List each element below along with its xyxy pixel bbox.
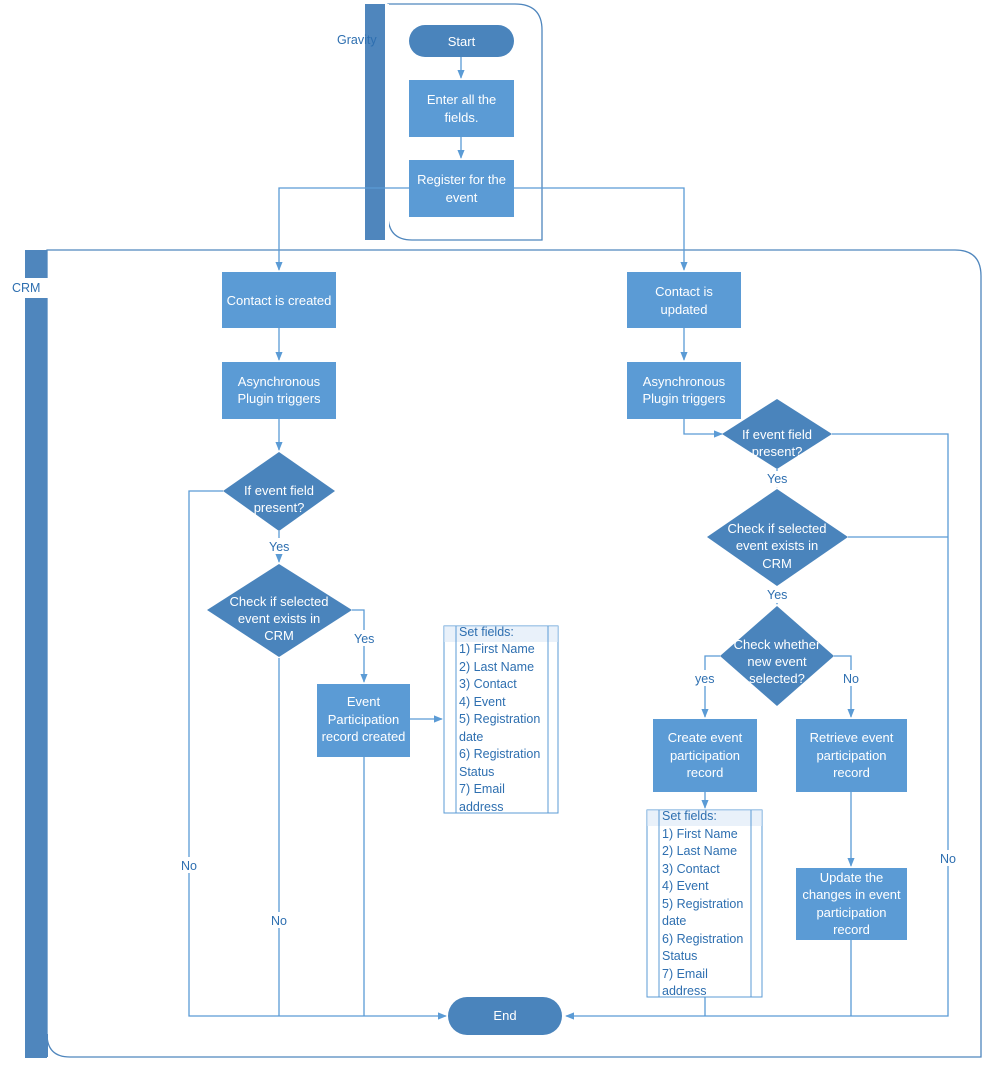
ep-created-label-1: Event [347, 694, 381, 709]
check-exists-left-label-3: CRM [264, 628, 294, 643]
end-node-label: End [493, 1008, 516, 1023]
check-exists-right-diamond[interactable]: Check if selected event exists in CRM [707, 489, 848, 586]
note-left-line: 5) Registration [459, 712, 540, 726]
retrieve-ep-label-1: Retrieve event [810, 730, 894, 745]
if-event-right-label-1: If event field [742, 427, 812, 442]
register-label-2: event [446, 190, 478, 205]
create-ep-label-3: record [687, 765, 724, 780]
note-left-line: date [459, 730, 483, 744]
register-label-1: Register for the [417, 172, 506, 187]
contact-updated-label-1: Contact is [655, 284, 713, 299]
contact-created-label: Contact is created [227, 293, 332, 308]
connectors [188, 57, 949, 1020]
update-ep-label-4: record [833, 922, 870, 937]
check-new-label-2: new event [747, 654, 807, 669]
end-node[interactable]: End [448, 997, 562, 1035]
label-yes-right-1: Yes [767, 472, 787, 486]
retrieve-ep-label-3: record [833, 765, 870, 780]
update-ep-label-2: changes in event [802, 887, 901, 902]
note-right-line: 3) Contact [662, 862, 720, 876]
retrieve-ep-box[interactable]: Retrieve event participation record [796, 719, 907, 792]
contact-updated-label-2: updated [661, 302, 708, 317]
start-node-label: Start [448, 34, 476, 49]
label-no-left-2: No [271, 914, 287, 928]
note-left-line: address [459, 800, 503, 814]
note-left-line: 6) Registration [459, 747, 540, 761]
label-no-right-2: No [940, 852, 956, 866]
check-exists-left-label-2: event exists in [238, 611, 320, 626]
note-left-line: 3) Contact [459, 677, 517, 691]
async-right-label-1: Asynchronous [643, 374, 726, 389]
note-right-line: 6) Registration [662, 932, 743, 946]
check-new-label-1: Check whether [734, 637, 821, 652]
contact-updated-box[interactable]: Contact is updated [627, 272, 741, 328]
enter-fields-box[interactable]: Enter all the fields. [409, 80, 514, 137]
create-ep-label-2: participation [670, 748, 740, 763]
note-left-line: Status [459, 765, 494, 779]
update-ep-label-3: participation [816, 905, 886, 920]
label-yes-right-3: yes [695, 672, 714, 686]
check-exists-right-label-1: Check if selected [728, 521, 827, 536]
retrieve-ep-label-2: participation [816, 748, 886, 763]
async-left-label-1: Asynchronous [238, 374, 321, 389]
ep-created-box[interactable]: Event Participation record created [317, 684, 410, 757]
gravity-lane-label: Gravity [337, 33, 377, 47]
start-node[interactable]: Start [409, 25, 514, 57]
check-exists-right-label-3: CRM [762, 556, 792, 571]
note-right-line: Status [662, 949, 697, 963]
if-event-right-diamond[interactable]: If event field present? [722, 399, 832, 469]
ep-created-label-2: Participation [328, 712, 400, 727]
note-right-line: 5) Registration [662, 897, 743, 911]
register-box[interactable]: Register for the event [409, 160, 514, 217]
label-yes-right-2: Yes [767, 588, 787, 602]
if-event-left-label-2: present? [254, 500, 305, 515]
note-right-line: date [662, 914, 686, 928]
check-exists-left-label-1: Check if selected [230, 594, 329, 609]
note-right-line: 2) Last Name [662, 844, 737, 858]
note-right-line: 4) Event [662, 879, 709, 893]
set-fields-note-right: Set fields: 1) First Name 2) Last Name 3… [646, 809, 763, 998]
note-left-line: 2) Last Name [459, 660, 534, 674]
set-fields-right-lines: Set fields: 1) First Name 2) Last Name 3… [662, 809, 743, 998]
check-exists-left-diamond[interactable]: Check if selected event exists in CRM [207, 564, 352, 657]
label-yes-left-2: Yes [354, 632, 374, 646]
note-left-line: Set fields: [459, 625, 514, 639]
note-right-line: 7) Email [662, 967, 708, 981]
update-ep-box[interactable]: Update the changes in event participatio… [796, 868, 907, 940]
async-plugin-left-box[interactable]: Asynchronous Plugin triggers [222, 362, 336, 419]
set-fields-left-lines: Set fields: 1) First Name 2) Last Name 3… [459, 625, 540, 814]
async-left-label-2: Plugin triggers [237, 391, 321, 406]
contact-created-box[interactable]: Contact is created [222, 272, 336, 328]
async-right-label-2: Plugin triggers [642, 391, 726, 406]
crm-lane-label: CRM [12, 281, 40, 295]
note-left-line: 1) First Name [459, 642, 535, 656]
ep-created-label-3: record created [322, 729, 406, 744]
label-no-right-1: No [843, 672, 859, 686]
create-ep-box[interactable]: Create event participation record [653, 719, 757, 792]
check-new-event-diamond[interactable]: Check whether new event selected? [720, 606, 834, 706]
edge-labels: Yes Yes No No Yes Yes yes No No [178, 471, 961, 928]
if-event-right-label-2: present? [752, 444, 803, 459]
label-yes-left-1: Yes [269, 540, 289, 554]
enter-fields-label-1: Enter all the [427, 92, 496, 107]
label-no-left-1: No [181, 859, 197, 873]
note-right-line: 1) First Name [662, 827, 738, 841]
note-right-line: address [662, 984, 706, 998]
note-right-line: Set fields: [662, 809, 717, 823]
update-ep-label-1: Update the [820, 870, 884, 885]
note-left-line: 7) Email [459, 782, 505, 796]
set-fields-note-left: Set fields: 1) First Name 2) Last Name 3… [443, 625, 559, 814]
create-ep-label-1: Create event [668, 730, 743, 745]
enter-fields-label-2: fields. [445, 110, 479, 125]
if-event-left-diamond[interactable]: If event field present? [223, 452, 335, 531]
async-plugin-right-box[interactable]: Asynchronous Plugin triggers [627, 362, 741, 419]
note-left-line: 4) Event [459, 695, 506, 709]
if-event-left-label-1: If event field [244, 483, 314, 498]
check-exists-right-label-2: event exists in [736, 538, 818, 553]
check-new-label-3: selected? [749, 671, 805, 686]
